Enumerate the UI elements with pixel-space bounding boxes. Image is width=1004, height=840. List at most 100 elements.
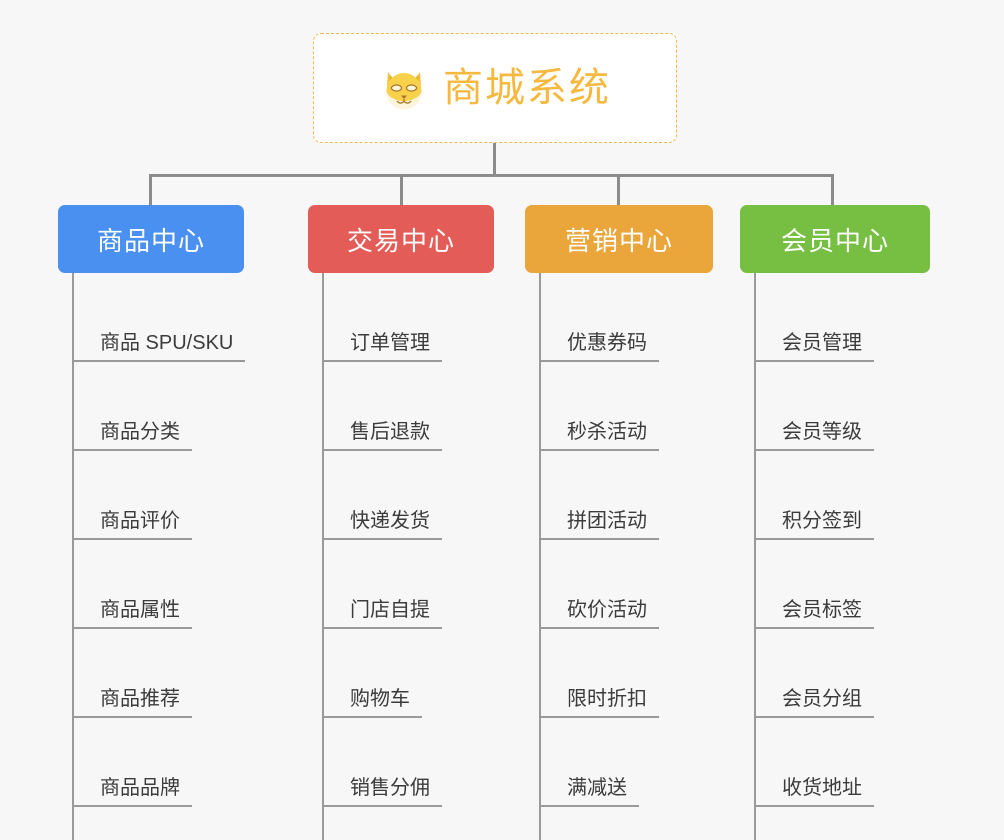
leaf-underline (754, 805, 874, 807)
category-box-marketing-center[interactable]: 营销中心 (525, 205, 713, 273)
leaf-underline (72, 805, 192, 807)
connector-branch-1 (149, 174, 152, 206)
leaf-underline (539, 805, 639, 807)
leaf-item[interactable]: 购物车 (322, 629, 494, 718)
leaf-item[interactable]: 积分签到 (754, 451, 930, 540)
spine-line (539, 273, 541, 840)
leaf-item[interactable]: 会员管理 (754, 273, 930, 362)
leaf-underline (72, 538, 192, 540)
leaf-label: 商品属性 (100, 599, 180, 621)
leaf-item[interactable]: 满减送 (539, 718, 713, 807)
leaf-underline (754, 538, 874, 540)
leaf-item[interactable]: 会员分组 (754, 629, 930, 718)
leaf-label: 砍价活动 (567, 599, 647, 621)
spine-line (322, 273, 324, 840)
category-label: 交易中心 (346, 225, 455, 256)
leaf-item[interactable]: 优惠券码 (539, 273, 713, 362)
leaf-underline (539, 538, 659, 540)
category-box-product-center[interactable]: 商品中心 (58, 205, 244, 273)
branch-column-marketing-center: 营销中心 优惠券码 秒杀活动 拼团活动 砍价活动 限时折扣 (525, 205, 713, 840)
leaf-underline (539, 716, 659, 718)
leaf-item[interactable]: 订单管理 (322, 273, 494, 362)
root-node-shop-system[interactable]: 商城系统 (313, 33, 677, 143)
leaf-item[interactable]: 商品 SPU/SKU (72, 273, 245, 362)
leaf-item[interactable]: 拼团活动 (539, 451, 713, 540)
leaf-item[interactable]: 限时折扣 (539, 629, 713, 718)
leaf-underline (72, 449, 192, 451)
leaf-underline (754, 716, 874, 718)
leaf-label: 商品品牌 (100, 777, 180, 799)
root-title: 商城系统 (443, 66, 611, 110)
leaf-label: 拼团活动 (567, 510, 647, 532)
leaf-underline (322, 360, 442, 362)
leaf-list-marketing-center: 优惠券码 秒杀活动 拼团活动 砍价活动 限时折扣 满减送 (525, 273, 713, 840)
connector-branch-3 (617, 174, 620, 206)
leaf-underline (322, 716, 422, 718)
spine-line (72, 273, 74, 840)
leaf-label: 商品分类 (100, 421, 180, 443)
leaf-item[interactable]: 商品分类 (72, 362, 244, 451)
leaf-item[interactable]: 快递发货 (322, 451, 494, 540)
connector-horizontal-bar (149, 174, 833, 177)
spine-line (754, 273, 756, 840)
connector-branch-2 (400, 174, 403, 206)
leaf-underline (322, 627, 442, 629)
branch-column-member-center: 会员中心 会员管理 会员等级 积分签到 会员标签 会员分组 (740, 205, 930, 840)
leaf-label: 售后退款 (350, 421, 430, 443)
leaf-underline (539, 449, 659, 451)
leaf-item[interactable]: 售后退款 (322, 362, 494, 451)
category-label: 营销中心 (564, 225, 673, 256)
leaf-item[interactable]: 商品品牌 (72, 718, 244, 807)
leaf-label: 秒杀活动 (567, 421, 647, 443)
leaf-underline (539, 360, 659, 362)
leaf-underline (322, 538, 442, 540)
leaf-label: 商品 SPU/SKU (100, 332, 234, 354)
leaf-label: 商品评价 (100, 510, 180, 532)
leaf-item[interactable]: 商品属性 (72, 540, 244, 629)
leaf-label: 购物车 (350, 688, 410, 710)
leaf-label: 会员标签 (782, 599, 862, 621)
leaf-underline (754, 449, 874, 451)
leaf-underline (72, 716, 192, 718)
leaf-item[interactable]: 会员等级 (754, 362, 930, 451)
leaf-label: 门店自提 (350, 599, 430, 621)
leaf-item[interactable]: 会员标签 (754, 540, 930, 629)
leaf-list-product-center: 商品 SPU/SKU 商品分类 商品评价 商品属性 商品推荐 商品品牌 (58, 273, 245, 840)
leaf-item[interactable]: 门店自提 (322, 540, 494, 629)
leaf-underline (754, 360, 874, 362)
leaf-item[interactable]: 商品推荐 (72, 629, 244, 718)
leaf-item[interactable]: 收货地址 (754, 718, 930, 807)
leaf-list-member-center: 会员管理 会员等级 积分签到 会员标签 会员分组 收货地址 (740, 273, 930, 840)
connector-root-vertical (493, 143, 496, 176)
leaf-underline (72, 627, 192, 629)
leaf-item[interactable]: 砍价活动 (539, 540, 713, 629)
category-box-trade-center[interactable]: 交易中心 (308, 205, 494, 273)
leaf-label: 限时折扣 (567, 688, 647, 710)
leaf-item[interactable]: 秒杀活动 (539, 362, 713, 451)
branch-column-trade-center: 交易中心 订单管理 售后退款 快递发货 门店自提 购物车 (308, 205, 494, 840)
connector-branch-4 (831, 174, 834, 206)
leaf-underline (322, 449, 442, 451)
leaf-label: 优惠券码 (567, 332, 647, 354)
leaf-underline (754, 627, 874, 629)
leaf-label: 商品推荐 (100, 688, 180, 710)
leaf-underline (539, 627, 659, 629)
leaf-item[interactable]: 商品评价 (72, 451, 244, 540)
category-label: 商品中心 (96, 225, 205, 256)
category-label: 会员中心 (780, 225, 889, 256)
branch-column-product-center: 商品中心 商品 SPU/SKU 商品分类 商品评价 商品属性 商品推荐 (58, 205, 245, 840)
leaf-label: 会员等级 (782, 421, 862, 443)
leaf-label: 订单管理 (350, 332, 430, 354)
leaf-label: 积分签到 (782, 510, 862, 532)
leaf-underline (72, 360, 245, 362)
leaf-label: 收货地址 (782, 777, 862, 799)
leaf-label: 快递发货 (350, 510, 430, 532)
shiba-dog-icon (386, 72, 422, 110)
leaf-item[interactable]: 销售分佣 (322, 718, 494, 807)
category-box-member-center[interactable]: 会员中心 (740, 205, 930, 273)
leaf-underline (322, 805, 442, 807)
leaf-label: 满减送 (567, 777, 627, 799)
leaf-label: 销售分佣 (350, 777, 430, 799)
leaf-label: 会员管理 (782, 332, 862, 354)
